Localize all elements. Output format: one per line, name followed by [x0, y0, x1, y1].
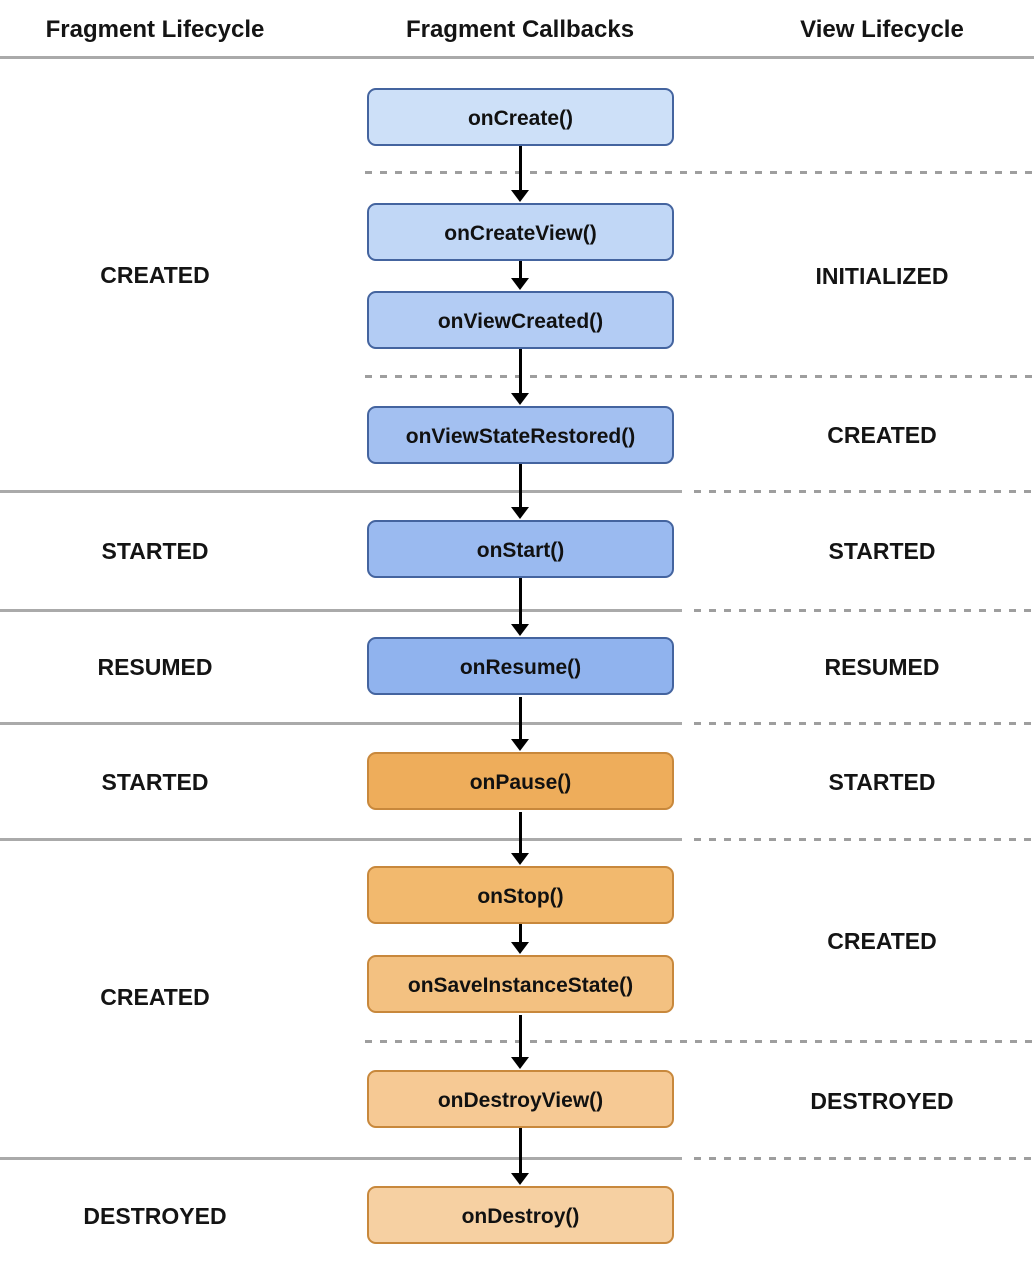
fragment-state-divider-solid [0, 838, 682, 841]
fragment-state-label-started: STARTED [101, 538, 209, 564]
fragment-state-divider-solid [0, 722, 682, 725]
callback-box-onviewstaterestored: onViewStateRestored() [367, 406, 674, 464]
view-state-label-destroyed: DESTROYED [810, 1088, 954, 1114]
callback-box-onstart: onStart() [367, 520, 674, 578]
header-divider-line [0, 56, 1034, 59]
fragment-state-label-resumed: RESUMED [97, 654, 213, 680]
view-state-label-created-2: CREATED [827, 928, 937, 954]
callback-box-onresume: onResume() [367, 637, 674, 695]
view-state-label-started: STARTED [828, 538, 936, 564]
flow-arrow [511, 697, 529, 751]
view-state-divider-dashed [694, 838, 1034, 841]
column-header-fragment-callbacks: Fragment Callbacks [405, 16, 635, 43]
callback-box-oncreate: onCreate() [367, 88, 674, 146]
column-header-fragment-lifecycle: Fragment Lifecycle [45, 16, 265, 43]
view-state-divider-dashed [365, 1040, 1034, 1043]
fragment-state-label-destroyed: DESTROYED [83, 1203, 227, 1229]
column-header-view-lifecycle: View Lifecycle [800, 16, 964, 43]
view-state-label-started-2: STARTED [828, 769, 936, 795]
fragment-state-label-started-2: STARTED [101, 769, 209, 795]
view-state-divider-dashed [365, 171, 1034, 174]
view-state-label-resumed: RESUMED [824, 654, 940, 680]
flow-arrow [511, 812, 529, 865]
callback-box-oncreateview: onCreateView() [367, 203, 674, 261]
callback-box-onpause: onPause() [367, 752, 674, 810]
fragment-state-divider-solid [0, 1157, 682, 1160]
callback-box-ondestroy: onDestroy() [367, 1186, 674, 1244]
view-state-divider-dashed [694, 490, 1034, 493]
flow-arrow [511, 349, 529, 405]
view-state-divider-dashed [694, 1157, 1034, 1160]
flow-arrow [511, 1128, 529, 1185]
fragment-state-label-created: CREATED [100, 262, 210, 288]
flow-arrow [511, 146, 529, 202]
callback-box-onsaveinstancestate: onSaveInstanceState() [367, 955, 674, 1013]
flow-arrow [511, 924, 529, 954]
view-state-divider-dashed [694, 722, 1034, 725]
view-state-label-initialized: INITIALIZED [815, 263, 949, 289]
callback-box-onstop: onStop() [367, 866, 674, 924]
view-state-label-created: CREATED [827, 422, 937, 448]
view-state-divider-dashed [694, 609, 1034, 612]
fragment-state-divider-solid [0, 490, 682, 493]
view-state-divider-dashed [365, 375, 1034, 378]
flow-arrow [511, 464, 529, 519]
flow-arrow [511, 261, 529, 290]
flow-arrow [511, 1015, 529, 1069]
fragment-state-label-created-2: CREATED [100, 984, 210, 1010]
flow-arrow [511, 578, 529, 636]
callback-box-ondestroyview: onDestroyView() [367, 1070, 674, 1128]
callback-box-onviewcreated: onViewCreated() [367, 291, 674, 349]
fragment-state-divider-solid [0, 609, 682, 612]
